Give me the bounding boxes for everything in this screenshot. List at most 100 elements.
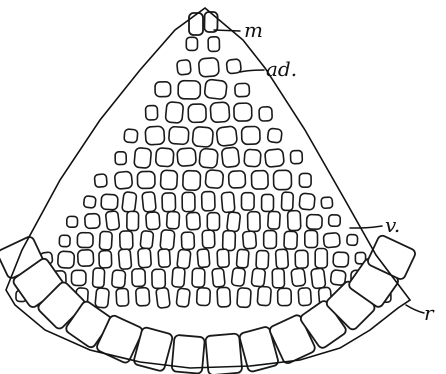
cell	[118, 249, 131, 270]
cell	[140, 231, 154, 249]
cell	[115, 152, 126, 165]
cell	[284, 231, 298, 249]
cell	[262, 194, 274, 211]
cell	[299, 173, 311, 187]
cell	[299, 193, 315, 210]
cell	[172, 267, 185, 287]
cell	[181, 232, 194, 250]
cell	[176, 288, 190, 307]
cell	[59, 235, 70, 247]
cell	[221, 192, 235, 213]
cell	[95, 288, 109, 308]
cell	[329, 215, 341, 227]
cell	[178, 81, 200, 99]
leader-m	[214, 30, 240, 31]
cell	[183, 171, 201, 191]
cell	[92, 268, 104, 288]
cell	[247, 212, 260, 232]
cell	[116, 288, 129, 306]
cell	[268, 211, 281, 229]
cell	[166, 211, 179, 229]
cell	[323, 232, 340, 247]
cell	[275, 249, 288, 269]
cell	[272, 269, 284, 288]
cell	[199, 148, 218, 168]
cell	[267, 128, 282, 143]
cell	[244, 149, 261, 167]
cell	[204, 12, 217, 32]
cell	[321, 197, 333, 209]
cell	[251, 268, 265, 287]
cell	[182, 192, 195, 211]
cell	[241, 126, 260, 144]
cell	[132, 269, 146, 287]
cell	[94, 174, 107, 188]
cell	[67, 216, 78, 227]
cell	[127, 211, 139, 230]
cell	[152, 269, 166, 288]
cell	[165, 102, 183, 124]
cell	[197, 249, 210, 268]
cell	[237, 288, 251, 308]
cell	[156, 287, 170, 308]
cell	[124, 129, 138, 143]
cell	[136, 287, 150, 306]
cell	[235, 83, 250, 97]
cell	[217, 249, 229, 267]
cell	[101, 194, 118, 210]
cell	[77, 233, 93, 248]
cell	[186, 37, 197, 50]
cell	[105, 211, 119, 231]
cell	[290, 150, 302, 163]
cell	[142, 192, 156, 213]
cell	[273, 170, 291, 190]
cell	[295, 250, 308, 268]
cell	[71, 270, 86, 285]
cell	[202, 230, 215, 248]
cell	[186, 212, 200, 230]
cell	[192, 126, 213, 147]
cell	[298, 288, 311, 306]
cell	[259, 107, 272, 122]
cell	[264, 231, 277, 249]
cell	[155, 148, 174, 167]
cell	[145, 105, 157, 120]
cell	[212, 268, 225, 287]
label-ad: ad.	[266, 57, 297, 81]
cell	[162, 193, 176, 212]
leader-ad	[240, 70, 264, 72]
cell	[221, 147, 239, 168]
leader-v	[350, 226, 382, 228]
cell	[169, 126, 189, 144]
cell	[112, 270, 126, 288]
cell	[99, 231, 112, 250]
cell	[227, 212, 241, 232]
cell	[134, 148, 152, 169]
cell	[114, 171, 132, 189]
cell	[257, 286, 271, 306]
cell	[120, 231, 133, 250]
cell	[189, 13, 203, 35]
cell	[287, 210, 300, 230]
cell	[265, 149, 285, 168]
cell	[122, 192, 137, 213]
cell	[223, 231, 236, 251]
cell	[177, 148, 197, 167]
cell	[231, 268, 245, 287]
cell	[205, 170, 224, 189]
cell	[137, 171, 155, 188]
cell	[158, 249, 170, 268]
cell	[291, 268, 306, 287]
cell	[188, 104, 206, 123]
cell	[216, 126, 237, 147]
cell	[99, 251, 112, 268]
cell	[146, 212, 160, 230]
cell	[192, 268, 205, 287]
cell	[210, 102, 230, 123]
cell	[256, 250, 269, 269]
cell	[145, 126, 165, 145]
cell	[155, 82, 171, 97]
cell	[196, 288, 210, 306]
cell	[202, 191, 216, 210]
cell	[85, 213, 101, 228]
